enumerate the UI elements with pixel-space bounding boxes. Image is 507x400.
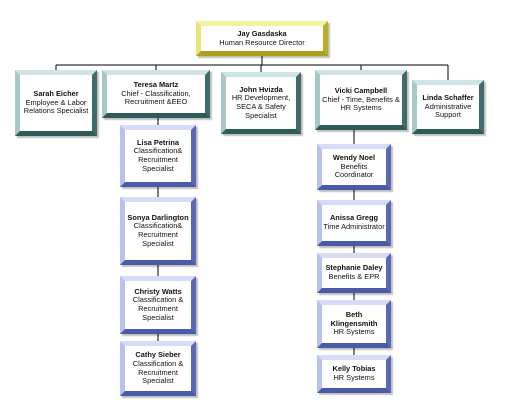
node-name: Teresa Martz bbox=[133, 80, 179, 90]
node-name: Stephanie Daley bbox=[325, 263, 383, 273]
node-title: HR Development, SECA & Safety Specialist bbox=[231, 93, 291, 120]
node-title: HR Systems bbox=[333, 327, 375, 337]
node-title: Benefits & EPR bbox=[328, 272, 380, 281]
node-title: Classification & Recruitment Specialist bbox=[132, 295, 184, 322]
node-name: Anissa Gregg bbox=[329, 213, 379, 223]
node-name: Jay Gasdaska bbox=[237, 28, 287, 38]
node-name: John Hvizda bbox=[239, 84, 283, 94]
node-title: Classification& Recruitment Specialist bbox=[133, 146, 183, 173]
node-title: Employee & Labor Relations Specialist bbox=[23, 97, 89, 116]
node-title: Classification & Recruitment Specialist bbox=[132, 358, 184, 386]
node-title: Time Administrator bbox=[323, 222, 385, 231]
node-title: Classification& Recruitment Specialist bbox=[133, 221, 183, 248]
node-name: Linda Schaffer bbox=[422, 93, 474, 103]
node-title: Administrative Support bbox=[424, 101, 472, 120]
node-title: Chief - Time, Benefits & HR Systems bbox=[322, 94, 400, 113]
node-name: Sonya Darlington bbox=[127, 212, 189, 222]
node-title: Chief - Classification, Recruitment &EEO bbox=[121, 88, 191, 107]
node-name: Vicki Campbell bbox=[334, 86, 388, 96]
node-name: Christy Watts bbox=[134, 286, 182, 296]
node-name: Beth Klingensmith bbox=[330, 310, 378, 328]
node-name: Wendy Noel bbox=[332, 153, 376, 163]
node-name: Lisa Petrina bbox=[137, 137, 179, 147]
node-title: HR Systems bbox=[333, 373, 375, 382]
node-name: Kelly Tobias bbox=[332, 364, 376, 374]
node-name: Sarah Eicher bbox=[33, 89, 79, 99]
node-title: Benefits Coordinator bbox=[334, 161, 374, 180]
node-title: Human Resource Director bbox=[219, 37, 305, 47]
node-name: Cathy Sieber bbox=[135, 350, 181, 360]
